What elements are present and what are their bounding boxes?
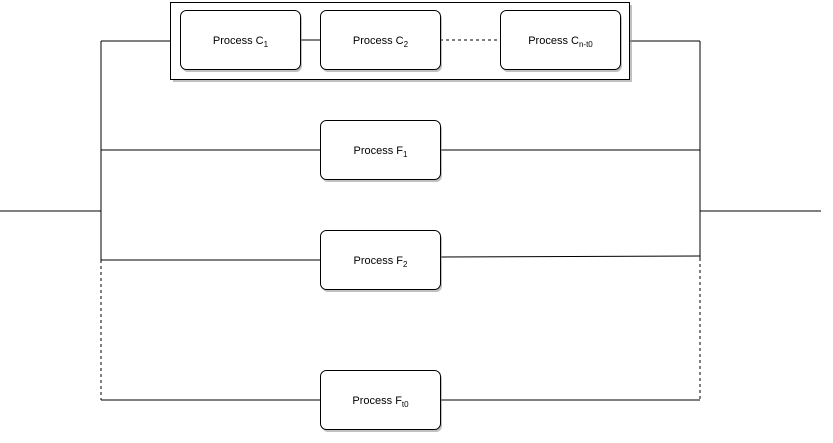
process-ft0-box[interactable]: Process Ft0 (320, 370, 443, 433)
process-f2-box[interactable]: Process F2 (320, 230, 443, 293)
process-cn-t0-label: Process Cn-t0 (528, 35, 593, 49)
process-f1-label: Process F1 (354, 145, 409, 159)
process-ft0-label: Process Ft0 (352, 395, 409, 409)
process-f1-box[interactable]: Process F1 (320, 120, 443, 183)
process-c1-label: Process C1 (213, 35, 269, 49)
connector-f2-to-right (439, 255, 701, 258)
process-c2-box[interactable]: Process C2 (320, 10, 443, 73)
process-c1-box[interactable]: Process C1 (180, 10, 303, 73)
process-cn-t0-box[interactable]: Process Cn-t0 (500, 10, 623, 73)
process-c2-label: Process C2 (353, 35, 409, 49)
process-f2-label: Process F2 (354, 255, 409, 269)
